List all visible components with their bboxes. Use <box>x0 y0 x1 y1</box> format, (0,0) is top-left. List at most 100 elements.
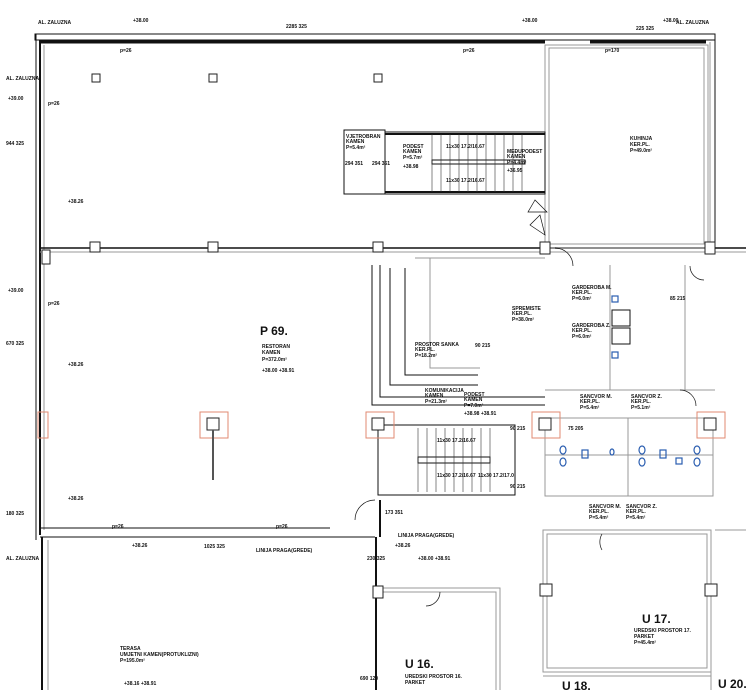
svg-text:+38.98 +38.91: +38.98 +38.91 <box>464 411 496 417</box>
svg-text:TERASA: TERASA <box>120 646 141 652</box>
svg-text:U 16.: U 16. <box>405 657 434 671</box>
exterior-walls <box>34 33 746 690</box>
svg-text:SANCVOR Z.: SANCVOR Z. <box>631 394 662 400</box>
svg-text:KER.PL.: KER.PL. <box>630 142 650 148</box>
stair-label: 11x30 17.2/17.0 <box>478 473 514 479</box>
svg-text:PARKET: PARKET <box>405 680 425 686</box>
room-sancvor-z-1: SANCVOR Z. KER.PL. P=5.1m² <box>631 394 662 411</box>
elevation-label: +38.00 +38.91 <box>418 556 450 562</box>
svg-text:KER.PL.: KER.PL. <box>512 311 532 317</box>
door-swings <box>354 199 705 607</box>
svg-text:P=4.4m²: P=4.4m² <box>507 160 527 166</box>
door-label: 90 215 <box>475 343 491 349</box>
door-label: 75 205 <box>568 426 584 432</box>
svg-text:P=49.0m²: P=49.0m² <box>630 148 652 154</box>
stair-label: 11x30 17.2/16.67 <box>437 473 476 479</box>
room-restoran: P 69. RESTORAN KAMEN P=372.0m² +38.00 +3… <box>260 324 294 374</box>
svg-text:P=5.7m²: P=5.7m² <box>403 155 423 161</box>
room-prostor-sanka: PROSTOR SANKA KER.PL. P=18.2m² <box>415 342 459 359</box>
svg-text:P=18.2m²: P=18.2m² <box>415 353 437 359</box>
svg-text:KER.PL.: KER.PL. <box>572 328 592 334</box>
svg-text:P=6.0m²: P=6.0m² <box>572 296 592 302</box>
dimension-label: 230 325 <box>367 556 385 562</box>
parapet-label: p=26 <box>48 101 60 107</box>
columns <box>37 73 726 599</box>
svg-text:+36.95: +36.95 <box>507 168 523 174</box>
room-u18-code: U 18. <box>562 679 591 690</box>
elevation-label: +38.26 <box>132 543 148 549</box>
dimension-label: 1025 325 <box>204 544 225 550</box>
svg-text:PODEST: PODEST <box>464 392 485 398</box>
svg-text:P=195.0m²: P=195.0m² <box>120 658 145 664</box>
svg-text:P=5.1m²: P=5.1m² <box>631 405 651 411</box>
elevation-label: +38.26 <box>68 199 84 205</box>
room-podest: PODEST KAMEN P=5.7m² +38.98 <box>403 144 424 170</box>
svg-text:+38.16 +38.91: +38.16 +38.91 <box>124 681 156 687</box>
door-label: 294 351 <box>372 161 390 167</box>
room-kuhinja: KUHINJA KER.PL. P=49.0m² <box>630 136 653 154</box>
svg-text:P=7.0m²: P=7.0m² <box>464 403 484 409</box>
room-podest-2: PODEST KAMEN P=7.0m² +38.98 +38.91 <box>464 392 496 417</box>
door-label: 294 351 <box>345 161 363 167</box>
svg-text:PARKET: PARKET <box>634 634 654 640</box>
parapet-label: p=26 <box>120 48 132 54</box>
svg-text:VJETROBRAN: VJETROBRAN <box>346 134 381 140</box>
street-label: AL. ZALUZNA <box>38 20 71 26</box>
upper-staircase <box>343 129 546 195</box>
room-garderoba-m: GARDEROBA M. KER.PL. P=6.0m² <box>572 285 612 302</box>
door-label: 90 215 <box>510 484 526 490</box>
parapet-label: p=170 <box>605 48 620 54</box>
elevation-label: +38.00 <box>522 18 538 24</box>
room-sancvor-m-1: SANCVOR M. KER.PL. P=5.4m² <box>580 394 613 411</box>
svg-text:RESTORAN: RESTORAN <box>262 344 290 350</box>
room-spremiste: SPREMISTE KER.PL. P=38.0m² <box>512 306 542 323</box>
room-sancvor-m-2: SANCVOR M. KER.PL. P=5.4m² <box>589 504 622 521</box>
room-u17: U 17. UREDSKI PROSTOR 17. PARKET P=45.4m… <box>634 612 691 646</box>
svg-text:KUHINJA: KUHINJA <box>630 136 653 142</box>
svg-text:P=21.3m²: P=21.3m² <box>425 399 447 405</box>
parapet-label: p=26 <box>463 48 475 54</box>
room-garderoba-z: GARDEROBA Z. KER.PL. P=6.0m² <box>572 323 611 340</box>
elevation-label: +38.26 <box>68 496 84 502</box>
room-vjetrobran: VJETROBRAN KAMEN P=5.4m² <box>346 134 381 151</box>
stair-label: 11x30 17.2/16.67 <box>437 438 476 444</box>
elevation-label: +38.00 <box>133 18 149 24</box>
svg-text:GARDEROBA M.: GARDEROBA M. <box>572 285 612 291</box>
svg-text:KER.PL.: KER.PL. <box>415 347 435 353</box>
street-label: AL. ZALUZNA <box>676 20 709 26</box>
svg-text:KER.PL.: KER.PL. <box>631 399 651 405</box>
threshold-line-label: LINIJA PRAGA(GREDE) <box>398 533 455 539</box>
svg-text:P=5.4m²: P=5.4m² <box>346 145 366 151</box>
restroom-block <box>544 417 714 497</box>
room-komunikacija: KOMUNIKACIJA KAMEN P=21.3m² <box>425 388 464 405</box>
svg-text:P=372.0m²: P=372.0m² <box>262 357 287 363</box>
svg-text:UREDSKI PROSTOR 16.: UREDSKI PROSTOR 16. <box>405 674 462 680</box>
lower-staircase <box>377 424 516 496</box>
svg-text:KAMEN: KAMEN <box>464 397 483 403</box>
dimension-label: 180 325 <box>6 511 24 517</box>
svg-text:P=6.0m²: P=6.0m² <box>572 334 592 340</box>
svg-text:P=5.4m²: P=5.4m² <box>589 515 609 521</box>
svg-text:KAMEN: KAMEN <box>262 350 281 356</box>
elevation-label: +38.26 <box>68 362 84 368</box>
parapet-label: p=26 <box>276 524 288 530</box>
dimension-label: 670 325 <box>6 341 24 347</box>
elevation-label: +38.26 <box>395 543 411 549</box>
svg-text:KAMEN: KAMEN <box>403 149 422 155</box>
stair-label: 11x30 17.2/16.67 <box>446 144 485 150</box>
svg-text:UREDSKI PROSTOR 17.: UREDSKI PROSTOR 17. <box>634 628 691 634</box>
stair-label: 11x30 17.2/16.67 <box>446 178 485 184</box>
elevation-label: +39.00 <box>8 288 24 294</box>
bar-area-walls <box>371 257 715 406</box>
street-label: AL. ZALUZNA <box>6 556 39 562</box>
svg-text:P=38.0m²: P=38.0m² <box>512 317 534 323</box>
svg-text:SANCVOR M.: SANCVOR M. <box>580 394 613 400</box>
elevation-label: +39.00 <box>8 96 24 102</box>
svg-text:P=5.4m²: P=5.4m² <box>580 405 600 411</box>
elevation-label: +38.00 <box>663 18 679 24</box>
svg-text:+38.00 +38.91: +38.00 +38.91 <box>262 368 294 374</box>
dimension-label: 225 325 <box>636 26 654 32</box>
room-u20-code: U 20. <box>718 677 746 690</box>
room-sancvor-z-2: SANCVOR Z. KER.PL. P=5.4m² <box>626 504 657 521</box>
